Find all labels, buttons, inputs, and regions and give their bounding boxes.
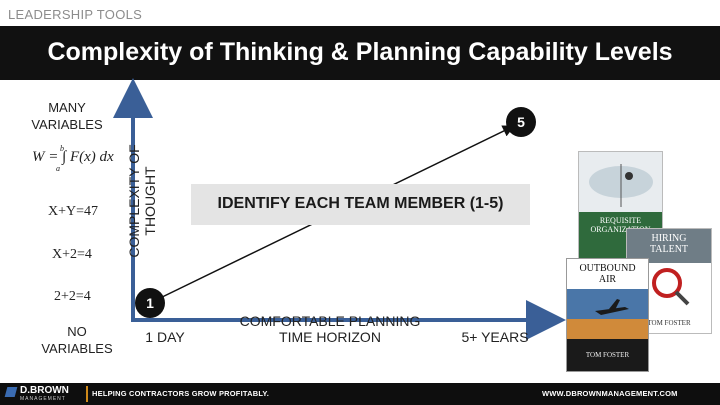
equation-x24: X+2=4: [52, 247, 92, 262]
magnifier-icon: [652, 268, 690, 306]
book2-author: TOM FOSTER: [647, 319, 691, 327]
brand-mark-icon: [4, 387, 18, 397]
equation-xy47: X+Y=47: [48, 204, 99, 219]
formula-lower-limit: a: [56, 164, 60, 173]
airplane-photo: [567, 289, 648, 339]
level-1-marker: 1: [135, 288, 165, 318]
brand-sub: MANAGEMENT: [20, 396, 66, 402]
formula-upper-limit: b: [60, 144, 64, 153]
book-cover-image: [579, 152, 662, 212]
footer-divider: [86, 386, 88, 402]
equation-224: 2+2=4: [54, 289, 91, 304]
x-axis-end-label: 5+ YEARS: [461, 329, 529, 345]
book-outbound-air: OUTBOUND AIR TOM FOSTER: [566, 258, 649, 372]
section-label: LEADERSHIP TOOLS: [8, 7, 143, 22]
book3-author: TOM FOSTER: [585, 351, 630, 359]
book3-title: OUTBOUND AIR: [567, 259, 648, 291]
footer-website-link[interactable]: WWW.DBROWNMANAGEMENT.COM: [542, 389, 678, 398]
brand-name: D.BROWN: [20, 385, 69, 396]
footer-bar: [0, 383, 720, 405]
slide-title: Complexity of Thinking & Planning Capabi…: [47, 38, 673, 66]
integral-formula: W = ∫ F(x) dx: [32, 149, 114, 166]
x-axis-start-label: 1 DAY: [145, 329, 185, 345]
title-bar: [0, 26, 720, 80]
callout-box: [191, 184, 530, 225]
level-5-marker: 5: [506, 107, 536, 137]
y-axis-label: COMPLEXITY OF THOUGHT: [126, 144, 158, 258]
top-bar: [0, 0, 720, 27]
x-axis-label: COMFORTABLE PLANNING TIME HORIZON: [239, 313, 421, 345]
callout-text: IDENTIFY EACH TEAM MEMBER (1-5): [217, 195, 504, 212]
book2-title: HIRING TALENT: [627, 229, 711, 263]
formula-text: W = ∫ F(x) dx: [32, 149, 114, 165]
no-variables-label: NO VARIABLES: [41, 324, 113, 356]
brand-logo: D.BROWN MANAGEMENT: [4, 385, 86, 403]
footer-tagline: HELPING CONTRACTORS GROW PROFITABLY.: [92, 389, 270, 398]
many-variables-label: MANY VARIABLES: [31, 100, 103, 132]
